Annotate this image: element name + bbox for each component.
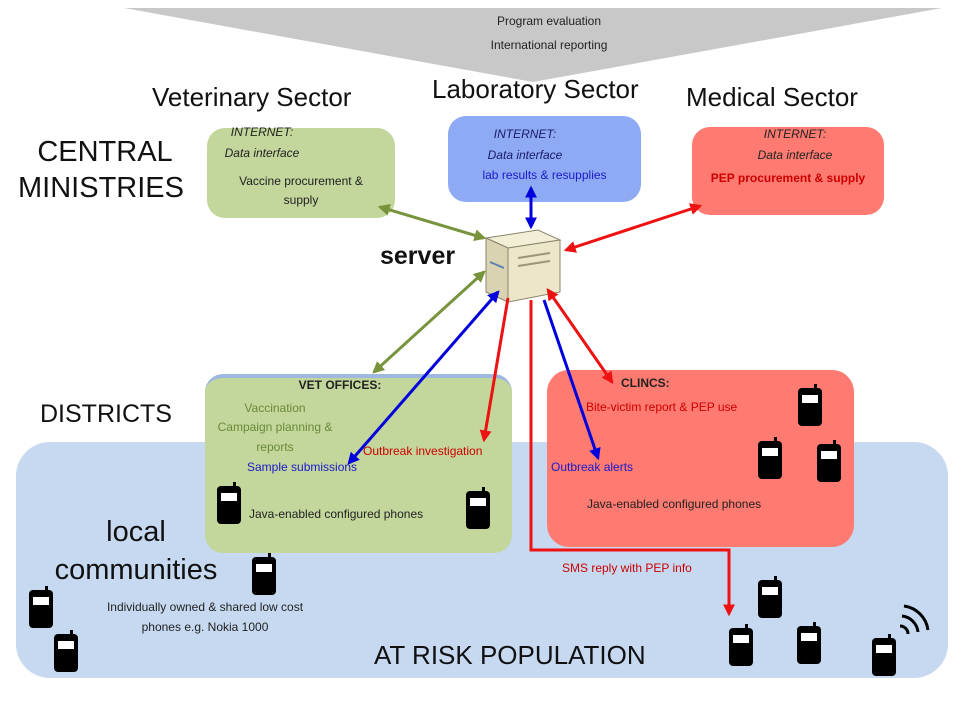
sample-submissions-label: Sample submissions xyxy=(247,460,358,474)
med-box-subtitle: Data interface xyxy=(757,148,833,162)
med-central-box xyxy=(692,127,884,215)
vet-box-subtitle: Data interface xyxy=(224,146,300,160)
med-box-line-1: PEP procurement & supply xyxy=(710,171,866,185)
phone-icon xyxy=(817,440,841,482)
server-label: server xyxy=(380,242,456,270)
laboratory-sector-heading: Laboratory Sector xyxy=(432,74,639,104)
banner-line-2: International reporting xyxy=(490,38,608,52)
vet-phones-label: Java-enabled configured phones xyxy=(249,507,424,521)
outbreak-alerts-label: Outbreak alerts xyxy=(551,460,634,474)
signal-icon xyxy=(899,604,930,635)
phone-icon xyxy=(729,624,753,666)
local-label-line-1: local xyxy=(106,516,166,548)
phone-icon xyxy=(872,634,896,676)
community-phones-line-2: phones e.g. Nokia 1000 xyxy=(141,620,269,634)
lab-box-subtitle: Data interface xyxy=(487,148,563,162)
community-phones-line-1: Individually owned & shared low cost xyxy=(106,600,304,614)
clinic-phones-label: Java-enabled configured phones xyxy=(587,497,762,511)
banner-line-1: Program evaluation xyxy=(496,14,602,28)
vet-offices-line-2: Campaign planning & xyxy=(217,420,333,434)
phone-icon xyxy=(466,487,490,529)
sms-reply-label: SMS reply with PEP info xyxy=(562,561,692,575)
phone-icon xyxy=(758,576,782,618)
vet-box-line-2: supply xyxy=(283,193,319,207)
central-label-line-1: CENTRAL xyxy=(37,136,173,168)
vet-box-line-1: Vaccine procurement & xyxy=(239,174,363,188)
lab-central-box xyxy=(448,116,641,202)
phone-icon xyxy=(797,622,821,664)
med-box-title: INTERNET: xyxy=(763,127,827,141)
local-label-line-2: communities xyxy=(54,554,218,586)
phone-icon xyxy=(798,384,822,426)
lab-box-line-1: lab results & resupplies xyxy=(482,168,607,182)
vet-box-title: INTERNET: xyxy=(230,125,294,139)
phone-icon xyxy=(54,630,78,672)
server-icon xyxy=(484,229,562,303)
veterinary-sector-heading: Veterinary Sector xyxy=(152,82,352,112)
clinics-title: CLINCS: xyxy=(621,376,670,390)
vet-offices-line-3: reports xyxy=(256,440,294,454)
districts-label: DISTRICTS xyxy=(40,400,172,428)
vet-central-box xyxy=(207,128,395,218)
vet-offices-line-1: Vaccination xyxy=(244,401,306,415)
medical-sector-heading: Medical Sector xyxy=(686,82,858,112)
bite-victim-label: Bite-victim report & PEP use xyxy=(586,400,738,414)
lab-box-title: INTERNET: xyxy=(493,127,557,141)
phone-icon xyxy=(29,586,53,628)
phone-icon xyxy=(217,482,241,524)
at-risk-label: AT RISK POPULATION xyxy=(374,640,646,670)
phone-icon xyxy=(252,553,276,595)
central-label-line-2: MINISTRIES xyxy=(18,172,184,204)
phone-icon xyxy=(758,437,782,479)
